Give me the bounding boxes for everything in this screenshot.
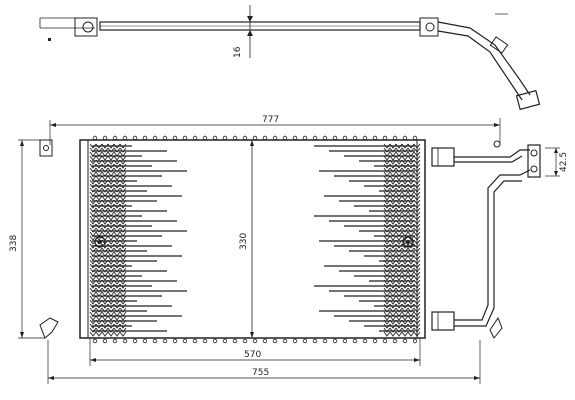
top-view-thickness-label: 16	[233, 46, 243, 58]
overall-height-label: 338	[9, 235, 19, 252]
port-spacing-label: 42.5	[559, 152, 569, 172]
core-height-label: 330	[239, 233, 249, 250]
top-view: 16	[39, 5, 541, 111]
overall-width-bottom-label: 755	[252, 368, 269, 378]
main-view: 777 338 330 570	[9, 115, 569, 384]
core-width-label: 570	[244, 350, 261, 360]
overall-width-top-label: 777	[262, 115, 279, 125]
